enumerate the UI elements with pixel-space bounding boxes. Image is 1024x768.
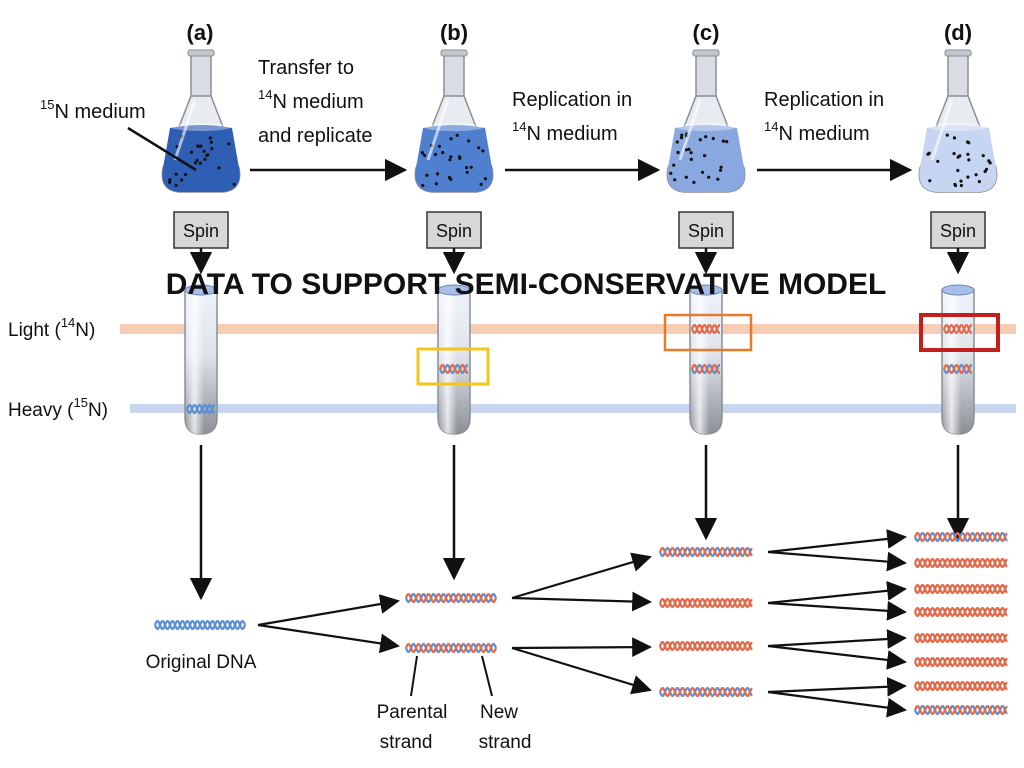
banner-title: DATA TO SUPPORT SEMI-CONSERVATIVE MODEL [166,268,887,301]
step-replication-1-line-1: Replication in [512,89,632,111]
parental-strand-label-line-1: Parental [377,702,448,723]
step-transfer-line-2: 14N medium [258,87,364,113]
branch-g2-3-lower [767,644,907,670]
original-dna-label: Original DNA [146,652,257,673]
step-replication-2: Replication in 14N medium [764,89,884,145]
spin-box-c: Spin [678,211,734,249]
parental-strand-label-line-2: strand [380,732,433,753]
branch-g2-2-lower [767,600,907,621]
branch-g2-3-upper [767,629,907,649]
step-replication-1: Replication in 14N medium [512,89,632,145]
generation-3-molecule-4 [913,607,1008,617]
branch-g2-2-upper [767,580,907,605]
tube-band-b-1 [438,364,468,374]
svg-text:Spin: Spin [688,221,724,241]
generation-2-molecule-2 [658,598,753,608]
light-density-band [120,324,1016,334]
generation-2-molecule-1 [658,547,753,557]
step-replication-2-line-2: 14N medium [764,119,870,145]
step-transfer-line-1: Transfer to [258,57,354,79]
spin-steps: Spin Spin Spin Spin [173,211,986,249]
culture-flasks [161,49,998,193]
flask-c [666,49,746,193]
generation-1-molecule-2 [404,643,498,653]
highlight-box-b [416,347,490,386]
branch-g2-4-lower [767,690,907,718]
new-strand-label-line-2: strand [479,732,532,753]
highlight-box-c [663,313,753,352]
medium-pointer-line [127,126,197,172]
branch-g2-1-lower [767,550,907,572]
tube-band-d-2 [942,364,972,374]
generation-1-molecule-1 [404,593,498,603]
branch-original-to-1 [257,594,400,627]
generation-3-molecule-3 [913,584,1008,594]
spin-box-b: Spin [426,211,482,249]
branch-g1-1-to-g2-1 [511,552,652,600]
light-band-label: Light (14N) [8,315,95,341]
parental-strand-pointer [410,655,418,697]
highlight-box-d [919,313,1000,352]
panel-label-a: (a) [187,20,214,45]
step-replication-1-line-2: 14N medium [512,119,618,145]
spin-box-a: Spin [173,211,229,249]
panel-label-d: (d) [944,20,972,45]
tube-band-c-1 [690,324,720,334]
step-transfer-line-3: and replicate [258,125,373,147]
svg-text:Spin: Spin [436,221,472,241]
centrifuge-tube-b [437,284,471,435]
branch-original-to-2 [257,623,400,654]
dna-molecules [153,532,1008,715]
heavy-band-label: Heavy (15N) [8,395,108,421]
panel-label-c: (c) [693,20,720,45]
flask-d [918,49,998,193]
svg-text:Spin: Spin [183,221,219,241]
panel-label-b: (b) [440,20,468,45]
generation-3-molecule-8 [913,705,1008,715]
spin-box-d: Spin [930,211,986,249]
tube-band-a-1 [185,404,215,414]
svg-text:Spin: Spin [940,221,976,241]
step-replication-2-line-1: Replication in [764,89,884,111]
medium-label: 15N medium [40,97,146,123]
generation-2-molecule-3 [658,641,753,651]
tube-band-c-2 [690,364,720,374]
branch-g1-2-to-g2-4 [511,646,652,695]
new-strand-pointer [481,655,493,697]
tube-band-d-1 [942,324,972,334]
branch-g2-1-upper [767,529,907,554]
step-transfer: Transfer to 14N medium and replicate [258,57,373,147]
heavy-density-band [130,404,1016,413]
generation-3-molecule-5 [913,633,1008,643]
centrifuge-tube-d [941,284,975,435]
new-strand-label-line-1: New [480,702,518,723]
generation-3-molecule-1 [913,532,1008,542]
flask-a [161,49,241,193]
flask-b [414,49,494,193]
centrifuge-tubes [184,284,975,435]
centrifuge-tube-c [689,284,723,435]
generation-3-molecule-7 [913,681,1008,691]
branch-g2-4-upper [767,676,907,697]
panel-labels: (a) (b) (c) (d) [187,20,972,45]
replication-branches [257,529,907,718]
branch-g1-1-to-g2-2 [511,591,652,612]
branch-g1-2-to-g2-3 [511,637,652,658]
original-dna-molecule [153,620,247,630]
generation-3-molecule-6 [913,657,1008,667]
generation-2-molecule-4 [658,687,753,697]
generation-3-molecule-2 [913,558,1008,568]
centrifuge-tube-a [184,284,218,435]
